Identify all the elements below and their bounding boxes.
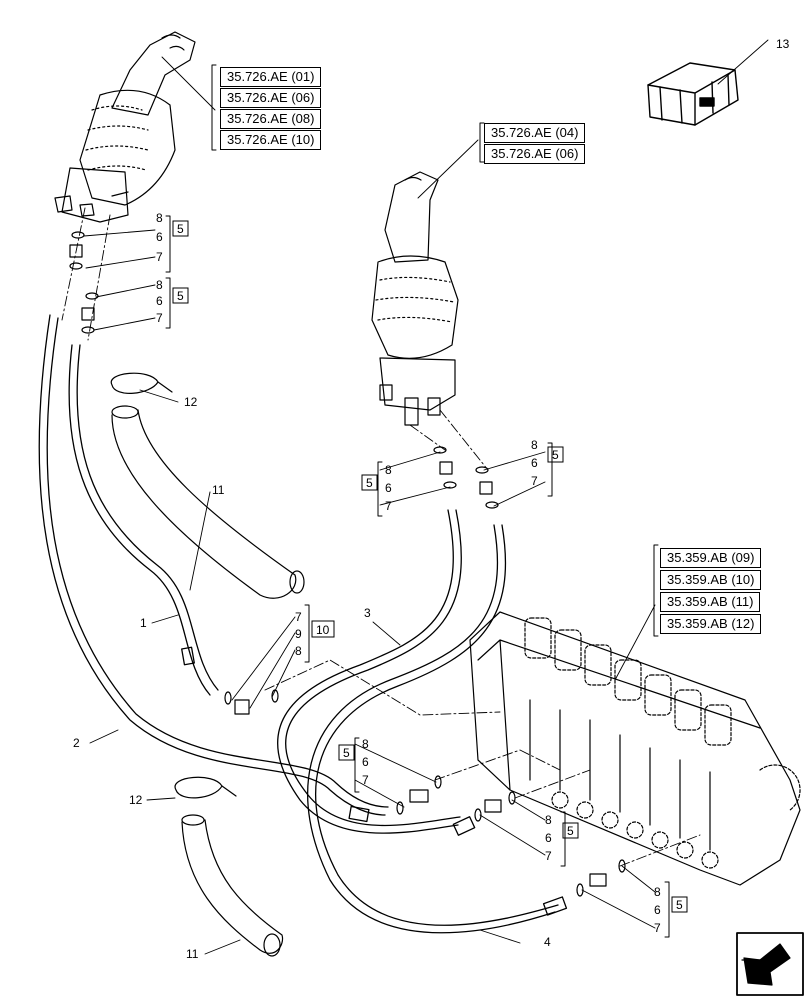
callout-6: 6 [654,903,661,917]
sleeve-icon [111,405,305,957]
ref-35-726-ae-06-b[interactable]: 35.726.AE (06) [484,144,586,164]
group-box-5-e: 5 [343,746,350,760]
control-valve [469,611,801,886]
callout-6: 6 [156,230,163,244]
callout-8: 8 [156,211,163,225]
callout-8: 8 [545,813,552,827]
callout-8: 8 [385,463,392,477]
callout-8: 8 [654,885,661,899]
callout-12: 12 [184,395,198,409]
callout-6: 6 [545,831,552,845]
leader-lines [83,39,769,955]
middle-joystick [371,171,459,426]
callout-9: 9 [295,627,302,641]
group-box-5-c: 5 [366,476,373,490]
callout-numbers: 8 6 7 8 6 7 12 11 1 2 3 4 12 11 13 7 9 8… [73,37,790,961]
kit-crate-icon [647,62,739,126]
strap-icon [110,372,237,799]
callout-7: 7 [156,311,163,325]
part-group-boxes [172,220,688,913]
ref-35-726-ae-04[interactable]: 35.726.AE (04) [484,123,586,143]
group-box-5-d: 5 [552,448,559,462]
group-box-5-a: 5 [177,222,184,236]
ref-35-726-ae-06[interactable]: 35.726.AE (06) [220,88,322,108]
callout-7: 7 [545,849,552,863]
callout-7: 7 [385,499,392,513]
fittings [69,231,626,897]
ref-35-359-ab-12[interactable]: 35.359.AB (12) [660,614,762,634]
ref-35-359-ab-09[interactable]: 35.359.AB (09) [660,548,762,568]
ref-35-726-ae-10[interactable]: 35.726.AE (10) [220,130,322,150]
callout-6: 6 [531,456,538,470]
ref-35-726-ae-01[interactable]: 35.726.AE (01) [220,67,322,87]
callout-3: 3 [364,606,371,620]
callout-4: 4 [544,935,551,949]
callout-8: 8 [295,644,302,658]
callout-6: 6 [156,294,163,308]
callout-7: 7 [531,474,538,488]
ref-35-726-ae-08[interactable]: 35.726.AE (08) [220,109,322,129]
callout-2: 2 [73,736,80,750]
callout-8: 8 [531,438,538,452]
group-box-10: 10 [316,623,330,637]
group-box-5-b: 5 [177,289,184,303]
callout-8: 8 [156,278,163,292]
hoses [38,314,568,934]
bracket-groups [165,64,670,938]
callout-6: 6 [362,755,369,769]
callout-7: 7 [295,610,302,624]
callout-7: 7 [156,250,163,264]
nav-arrow-icon[interactable] [736,932,804,996]
group-box-5-f: 5 [567,824,574,838]
callout-1: 1 [140,616,147,630]
callout-12: 12 [129,793,143,807]
callout-7: 7 [654,921,661,935]
connection-lines [61,207,701,867]
group-box-5-g: 5 [676,898,683,912]
callout-11: 11 [186,947,199,961]
ref-35-359-ab-10[interactable]: 35.359.AB (10) [660,570,762,590]
callout-13: 13 [776,37,790,51]
callout-7: 7 [362,773,369,787]
callout-6: 6 [385,481,392,495]
left-joystick [54,31,196,223]
callout-11: 11 [212,483,225,497]
callout-8: 8 [362,737,369,751]
ref-35-359-ab-11[interactable]: 35.359.AB (11) [660,592,761,612]
